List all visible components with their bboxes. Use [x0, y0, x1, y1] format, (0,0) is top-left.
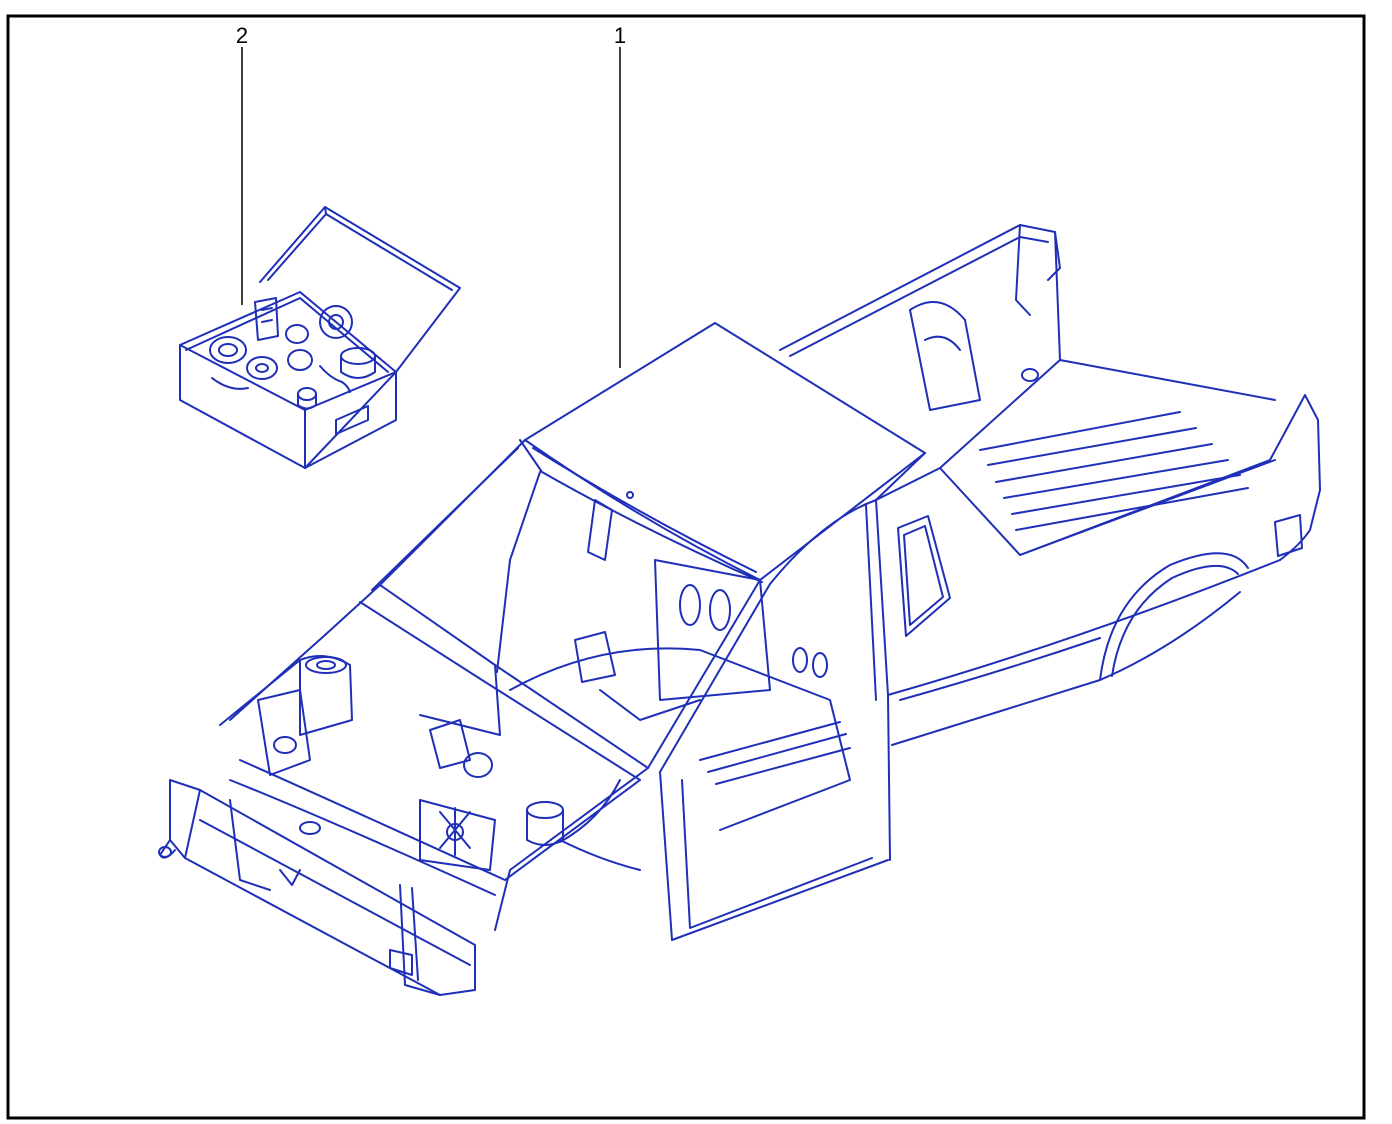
- callout-1[interactable]: 1: [614, 23, 626, 368]
- callout-2[interactable]: 2: [236, 23, 248, 305]
- diagram-frame: [6, 14, 1366, 1120]
- vehicle-body-shell[interactable]: [158, 224, 1321, 996]
- callout-1-label: 1: [614, 23, 626, 48]
- front-bumper-beam: [169, 779, 476, 996]
- callout-2-label: 2: [236, 23, 248, 48]
- fastener-kit-box[interactable]: [179, 206, 461, 469]
